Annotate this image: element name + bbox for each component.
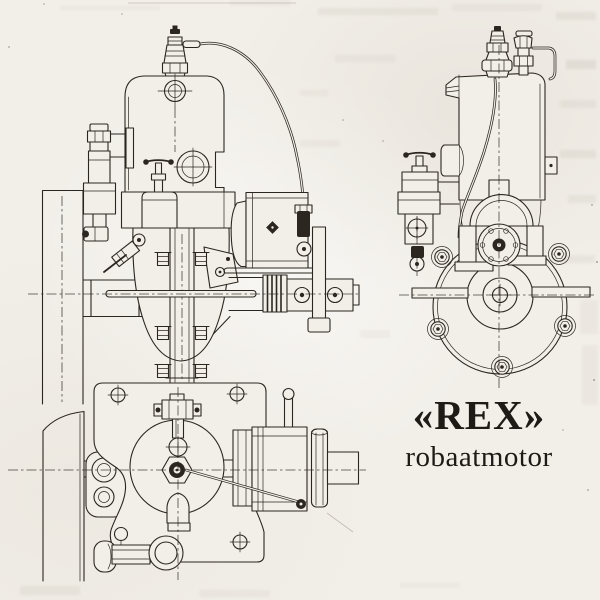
fuel-line-end — [457, 77, 497, 239]
propeller-shaft-end — [411, 286, 591, 299]
grease-cup — [282, 387, 295, 428]
scan-scratch — [326, 512, 354, 533]
muffler-plan — [93, 526, 184, 573]
brand-block: «REX» robaatmotor — [388, 392, 570, 474]
drain-valve — [103, 233, 146, 273]
exhaust-port-circle — [173, 147, 213, 187]
spark-plug-side — [161, 25, 201, 81]
plate-bolt-hole — [107, 384, 129, 406]
support-column — [307, 226, 331, 333]
brand-title: «REX» — [412, 392, 546, 438]
page-bleedthrough-noise — [20, 0, 598, 597]
page-specks — [8, 3, 598, 491]
head-port-circle — [157, 73, 193, 109]
cylinder-plan — [129, 393, 225, 532]
head-cock-plan — [153, 393, 202, 439]
crankcase-side — [132, 227, 248, 383]
cylinder-end — [440, 72, 558, 241]
tiller-rod-plan — [184, 468, 306, 509]
brand-subtitle: robaatmotor — [405, 441, 553, 474]
plan-view — [8, 382, 366, 582]
pump-housing — [454, 179, 547, 272]
ignition-cable — [198, 41, 305, 214]
end-elevation-view — [397, 26, 597, 388]
side-elevation-view — [28, 25, 360, 405]
plate-bolt-hole — [229, 531, 251, 553]
mixing-valve-end — [397, 151, 460, 276]
priming-spout — [531, 46, 557, 81]
plate-bolt-hole — [226, 383, 248, 405]
priming-cock — [513, 30, 557, 81]
cylinder-side — [120, 73, 236, 229]
spark-plug-end — [481, 26, 513, 78]
transom-board-side — [41, 189, 84, 405]
carburetor-side — [82, 123, 135, 242]
magneto-box — [223, 191, 313, 274]
